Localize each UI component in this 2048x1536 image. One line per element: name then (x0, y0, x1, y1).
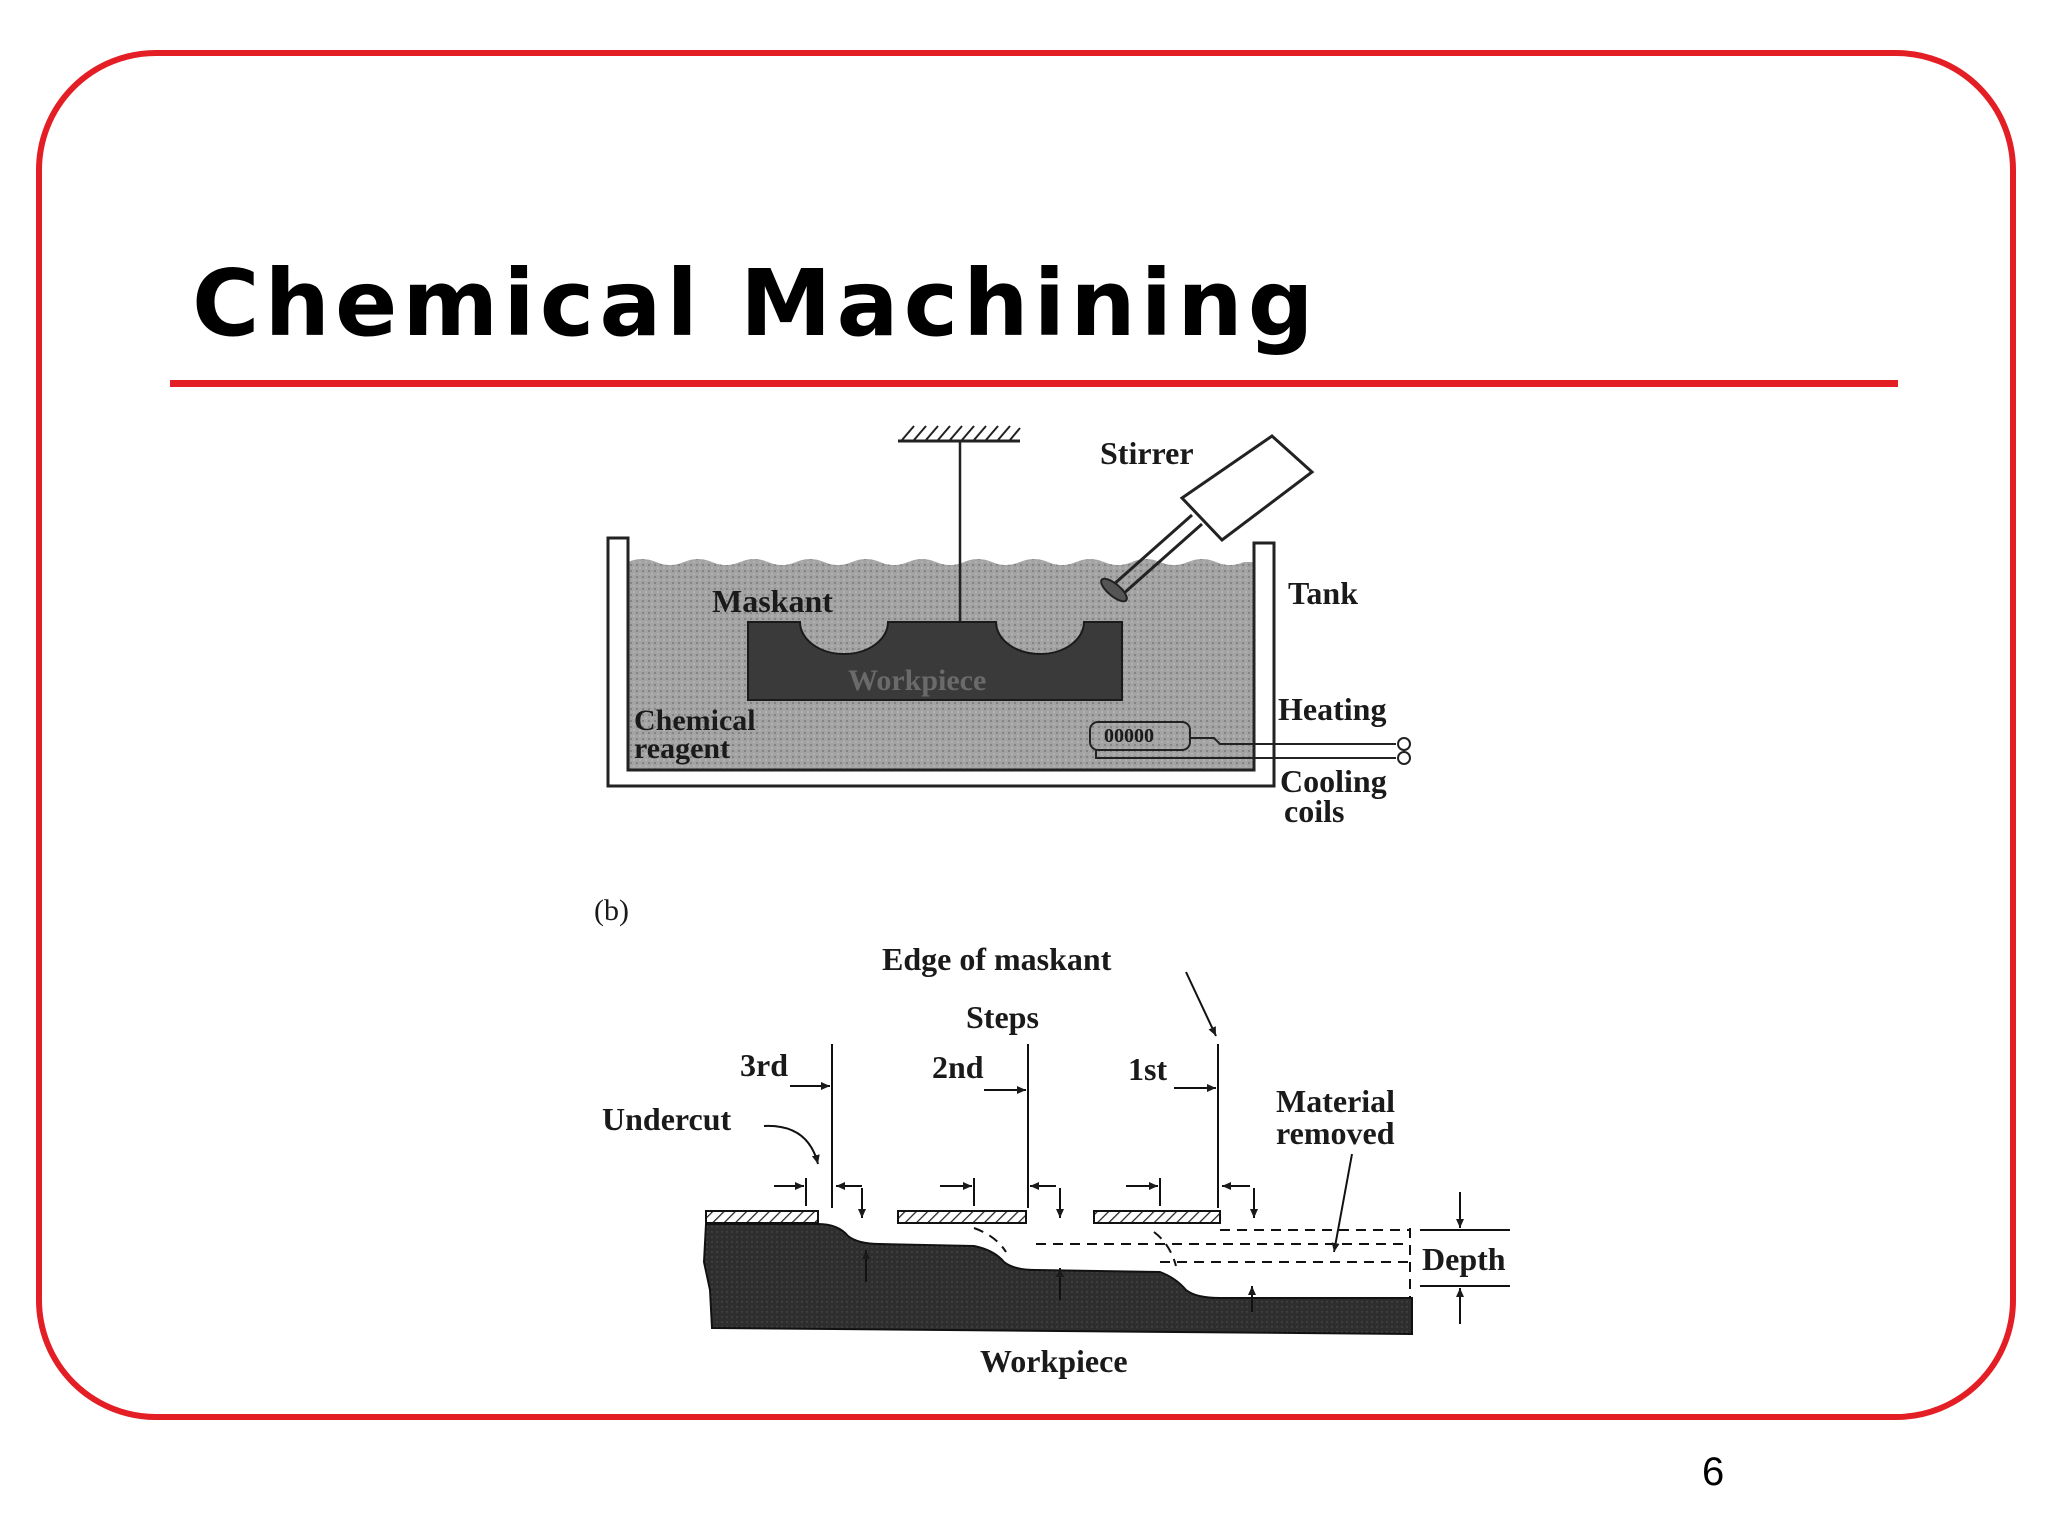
workpiece-block (747, 621, 1123, 701)
label-coils: coils (1284, 793, 1344, 829)
label-3rd: 3rd (740, 1047, 788, 1083)
cooling-terminal (1397, 751, 1411, 765)
figure-b-label: (b) (594, 894, 629, 927)
undercut-arrows (774, 1178, 1258, 1312)
label-tank: Tank (1288, 575, 1358, 611)
label-edge-of-maskant: Edge of maskant (882, 941, 1112, 977)
depth-dimension (1420, 1192, 1510, 1324)
edge-of-maskant-leader (1185, 971, 1217, 1037)
slide-title: Chemical Machining (192, 250, 1319, 357)
maskant-strip-1 (705, 1210, 819, 1224)
tank-walls (606, 536, 1276, 788)
coil-symbol: 00000 (1104, 725, 1154, 747)
label-maskant: Maskant (712, 583, 833, 619)
stirrer-blade (1100, 577, 1128, 603)
workpiece-profile (702, 1223, 1413, 1336)
label-heating: Heating (1278, 691, 1386, 727)
removed-material-outline (973, 1227, 1411, 1298)
label-workpiece-b: Workpiece (980, 1343, 1128, 1379)
label-undercut: Undercut (602, 1101, 732, 1137)
tank-figure: 00000 Stirrer Tank Maskant Workpiece Che… (606, 425, 1411, 829)
stirrer (1100, 434, 1315, 603)
maskant-strip-2 (897, 1210, 1027, 1224)
label-steps: Steps (966, 999, 1039, 1035)
label-stirrer: Stirrer (1100, 435, 1194, 471)
label-material: Material (1276, 1083, 1395, 1119)
page-number: 6 (1702, 1450, 1725, 1494)
label-2nd: 2nd (932, 1049, 984, 1085)
undercut-leader (763, 1124, 820, 1165)
stirrer-motor (1179, 434, 1315, 543)
label-cooling: Cooling (1280, 763, 1387, 799)
label-1st: 1st (1128, 1051, 1167, 1087)
label-reagent: reagent (634, 732, 730, 765)
label-removed: removed (1276, 1115, 1395, 1151)
slide-frame (36, 50, 2016, 1420)
heating-terminal (1397, 737, 1411, 751)
label-chemical: Chemical (634, 704, 756, 737)
heating-wire (1190, 737, 1396, 745)
title-underline (170, 380, 1898, 387)
ceiling-hatch (901, 425, 1021, 441)
maskant-strip-3 (1093, 1210, 1221, 1224)
cooling-wire (1095, 750, 1396, 759)
material-removed-leader (1331, 1153, 1353, 1253)
steps-figure: (b) (594, 894, 1510, 1379)
label-workpiece-a: Workpiece (848, 664, 986, 697)
label-depth: Depth (1422, 1241, 1506, 1277)
heating-coil (1089, 721, 1191, 751)
